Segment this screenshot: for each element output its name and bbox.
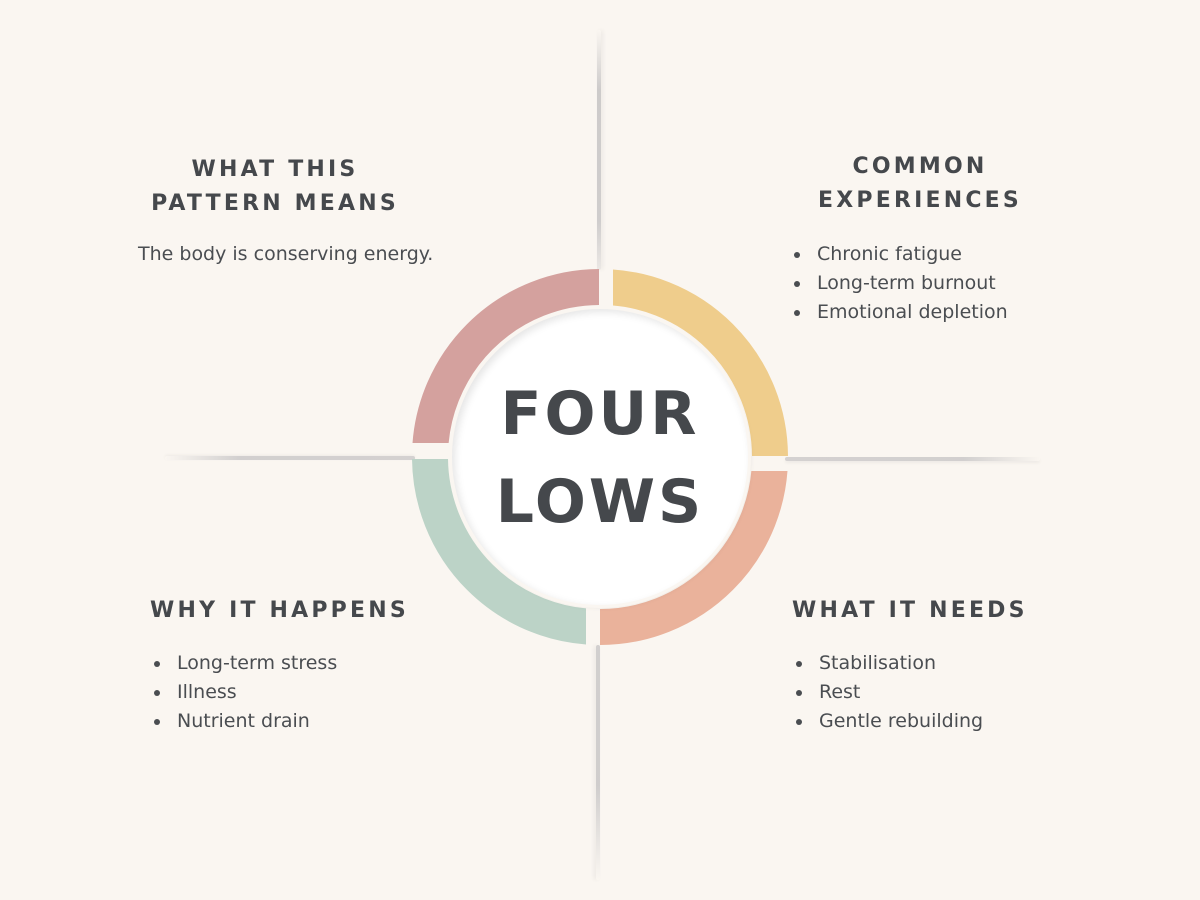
list-item: Gentle rebuilding: [792, 707, 1082, 736]
bullet-list: Chronic fatigue Long-term burnout Emotio…: [790, 240, 1050, 327]
bullet-icon: [796, 661, 802, 667]
bullet-list: Long-term stress Illness Nutrient drain: [150, 649, 440, 736]
divider-right: [785, 457, 1040, 461]
bullet-icon: [794, 310, 800, 316]
heading-line1: COMMON: [852, 154, 988, 179]
list-item: Rest: [792, 678, 1082, 707]
bullet-icon: [154, 661, 160, 667]
bullet-list: Stabilisation Rest Gentle rebuilding: [792, 649, 1082, 736]
quadrant-heading: WHAT THIS PATTERN MEANS: [130, 153, 420, 221]
bullet-icon: [154, 690, 160, 696]
bullet-icon: [794, 252, 800, 258]
list-item: Illness: [150, 678, 440, 707]
bullet-icon: [796, 690, 802, 696]
bullet-icon: [796, 719, 802, 725]
quadrant-heading: WHY IT HAPPENS: [150, 598, 409, 623]
center-title-line1: FOUR: [500, 379, 700, 449]
bullet-icon: [794, 281, 800, 287]
quadrant-description: The body is conserving energy.: [138, 243, 434, 265]
list-item: Stabilisation: [792, 649, 1082, 678]
list-item: Long-term burnout: [790, 269, 1050, 298]
list-item: Emotional depletion: [790, 298, 1050, 327]
divider-bottom: [596, 645, 600, 880]
heading-line2: PATTERN MEANS: [151, 191, 399, 216]
bullet-icon: [154, 719, 160, 725]
center-circle: FOUR LOWS: [452, 309, 748, 605]
quadrant-heading: WHAT IT NEEDS: [792, 598, 1028, 623]
list-item: Nutrient drain: [150, 707, 440, 736]
heading-line1: WHAT THIS: [191, 157, 359, 182]
divider-top: [597, 30, 601, 270]
list-item: Chronic fatigue: [790, 240, 1050, 269]
heading-line2: EXPERIENCES: [818, 188, 1022, 213]
divider-left: [165, 456, 415, 460]
quadrant-common-experiences: COMMON EXPERIENCES Chronic fatigue Long-…: [790, 150, 1050, 327]
center-title-line2: LOWS: [495, 467, 705, 537]
quadrant-what-this-pattern-means: WHAT THIS PATTERN MEANS The body is cons…: [130, 153, 480, 269]
quadrant-what-it-needs: WHAT IT NEEDS Stabilisation Rest Gentle …: [792, 594, 1082, 736]
quadrant-why-it-happens: WHY IT HAPPENS Long-term stress Illness …: [150, 594, 440, 736]
quadrant-heading: COMMON EXPERIENCES: [790, 150, 1050, 218]
list-item: Long-term stress: [150, 649, 440, 678]
